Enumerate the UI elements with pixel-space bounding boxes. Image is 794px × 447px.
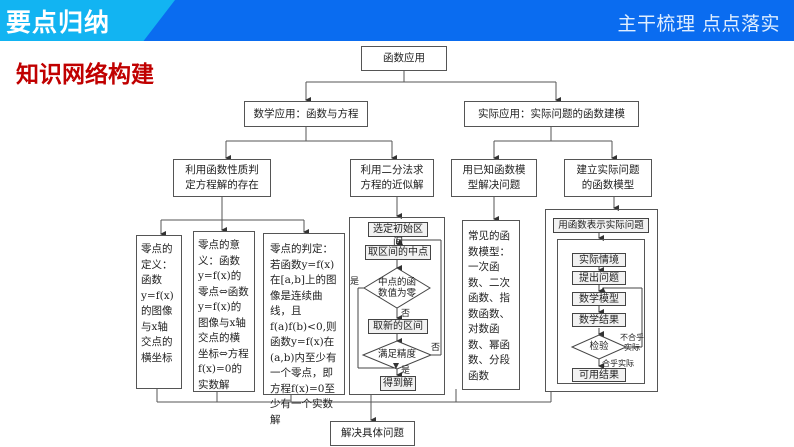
- flow-step-select-interval-label: 选定初始区间: [373, 224, 423, 248]
- zero-judgement-node: 零点的判定：若函数y=f(x)在[a,b]上的图像是连续曲线，且f(a)f(b)…: [263, 233, 345, 426]
- header-subtitle: 主干梳理 点点落实: [617, 13, 780, 35]
- flow-yes-label-2: 是: [401, 366, 411, 376]
- flow-result-label: 得到解: [383, 378, 413, 389]
- flow-step-midpoint: 取区间的中点: [365, 245, 431, 260]
- flow-no-label-2: 否: [431, 343, 441, 353]
- final-node-label: 解决具体问题: [341, 427, 404, 439]
- flow-decision-zero: 中点的函数值为零: [377, 277, 416, 299]
- modeling-step-model-label: 数学模型: [579, 294, 619, 305]
- modeling-step-situation-label: 实际情境: [579, 255, 619, 266]
- final-node: 解决具体问题: [330, 421, 415, 446]
- flow-result: 得到解: [380, 376, 416, 391]
- flow-step-new-interval-label: 取新的区间: [373, 321, 423, 332]
- flow-yes-label-1: 是: [350, 277, 360, 287]
- modeling-step-result: 数学结果: [572, 313, 626, 327]
- zero-meaning-node: 零点的意义：函数y=f(x)的零点⇔函数y=f(x)的图像与x轴交点的横坐标⇔方…: [193, 231, 255, 392]
- flow-step-new-interval: 取新的区间: [368, 319, 428, 334]
- modeling-pass-label: 合乎实际: [602, 359, 634, 368]
- existence-node: 利用函数性质判定方程解的存在: [173, 159, 271, 197]
- common-models-node: 常见的函数模型：一次函数、二次函数、指数函数、对数函数、幂函数、分段函数: [462, 220, 520, 390]
- known-model-node: 用已知函数模型解决问题: [451, 159, 537, 197]
- zero-meaning-text: 零点的意义：函数y=f(x)的零点⇔函数y=f(x)的图像与x轴交点的横坐标⇔方…: [198, 239, 249, 391]
- existence-label: 利用函数性质判定方程解的存在: [185, 164, 259, 191]
- modeling-step-situation: 实际情境: [572, 253, 626, 267]
- math-branch-label: 数学应用：函数与方程: [253, 107, 359, 120]
- modeling-fail-label: 不合乎实际: [620, 333, 644, 352]
- practical-branch-node: 实际应用：实际问题的函数建模: [464, 101, 639, 127]
- zero-definition-node: 零点的定义：函数y=f(x)的图像与x轴交点的横坐标: [136, 235, 182, 389]
- common-models-text: 常见的函数模型：一次函数、二次函数、指数函数、对数函数、幂函数、分段函数: [468, 230, 510, 382]
- build-model-node: 建立实际问题的函数模型: [564, 159, 652, 197]
- modeling-title: 用函数表示实际问题: [553, 218, 649, 233]
- modeling-flow-container: [545, 209, 658, 392]
- modeling-step-result-label: 数学结果: [579, 315, 619, 326]
- zero-definition-text: 零点的定义：函数y=f(x)的图像与x轴交点的横坐标: [141, 243, 174, 364]
- modeling-final-result-label: 可用结果: [579, 370, 619, 381]
- modeling-title-label: 用函数表示实际问题: [558, 220, 644, 231]
- header-bar: 要点归纳 主干梳理 点点落实: [0, 0, 794, 41]
- known-model-label: 用已知函数模型解决问题: [462, 164, 526, 191]
- bisection-flow-container: [349, 217, 445, 395]
- section-title: 知识网络构建: [16, 62, 154, 88]
- flow-step-select-interval: 选定初始区间: [368, 222, 428, 248]
- header-title: 要点归纳: [6, 8, 111, 37]
- modeling-decision-check: 检验: [589, 341, 609, 352]
- flow-step-midpoint-label: 取区间的中点: [368, 247, 428, 258]
- modeling-step-question: 提出问题: [572, 271, 626, 285]
- practical-branch-label: 实际应用：实际问题的函数建模: [478, 107, 625, 120]
- bisection-node: 利用二分法求方程的近似解: [350, 159, 434, 197]
- modeling-step-model: 数学模型: [572, 292, 626, 306]
- bisection-label: 利用二分法求方程的近似解: [360, 164, 424, 191]
- header-tab: [0, 0, 175, 41]
- modeling-final-result: 可用结果: [572, 368, 626, 382]
- root-node-label: 函数应用: [383, 52, 425, 64]
- modeling-step-question-label: 提出问题: [579, 273, 619, 284]
- build-model-label: 建立实际问题的函数模型: [576, 164, 640, 191]
- math-branch-node: 数学应用：函数与方程: [244, 101, 368, 127]
- root-node: 函数应用: [361, 46, 447, 71]
- flow-no-label-1: 否: [401, 309, 411, 319]
- modeling-inner-container: [557, 239, 645, 384]
- zero-judgement-text: 零点的判定：若函数y=f(x)在[a,b]上的图像是连续曲线，且f(a)f(b)…: [270, 243, 337, 426]
- flow-decision-precision: 满足精度: [377, 349, 416, 360]
